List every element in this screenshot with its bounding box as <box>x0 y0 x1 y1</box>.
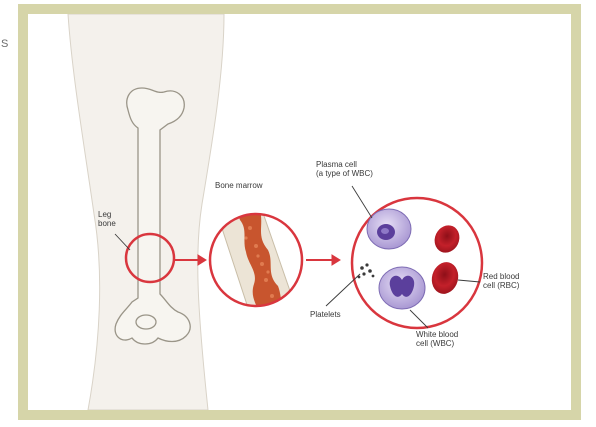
illustration-frame: Leg bone Bone marrow Plasma cell (a type… <box>18 4 581 420</box>
label-leg-bone: Leg bone <box>98 210 116 228</box>
label-white-blood-cell: White blood cell (WBC) <box>416 330 458 348</box>
arrow-to-cells <box>306 255 340 265</box>
label-plasma-cell: Plasma cell (a type of WBC) <box>316 160 373 178</box>
bone-marrow-circle <box>210 210 302 314</box>
label-red-blood-cell: Red blood cell (RBC) <box>483 272 519 290</box>
edge-text-fragment: S <box>1 38 8 50</box>
white-blood-cell <box>379 267 425 309</box>
label-platelets: Platelets <box>310 310 341 319</box>
label-bone-marrow: Bone marrow <box>215 181 263 190</box>
plasma-cell <box>367 209 411 249</box>
